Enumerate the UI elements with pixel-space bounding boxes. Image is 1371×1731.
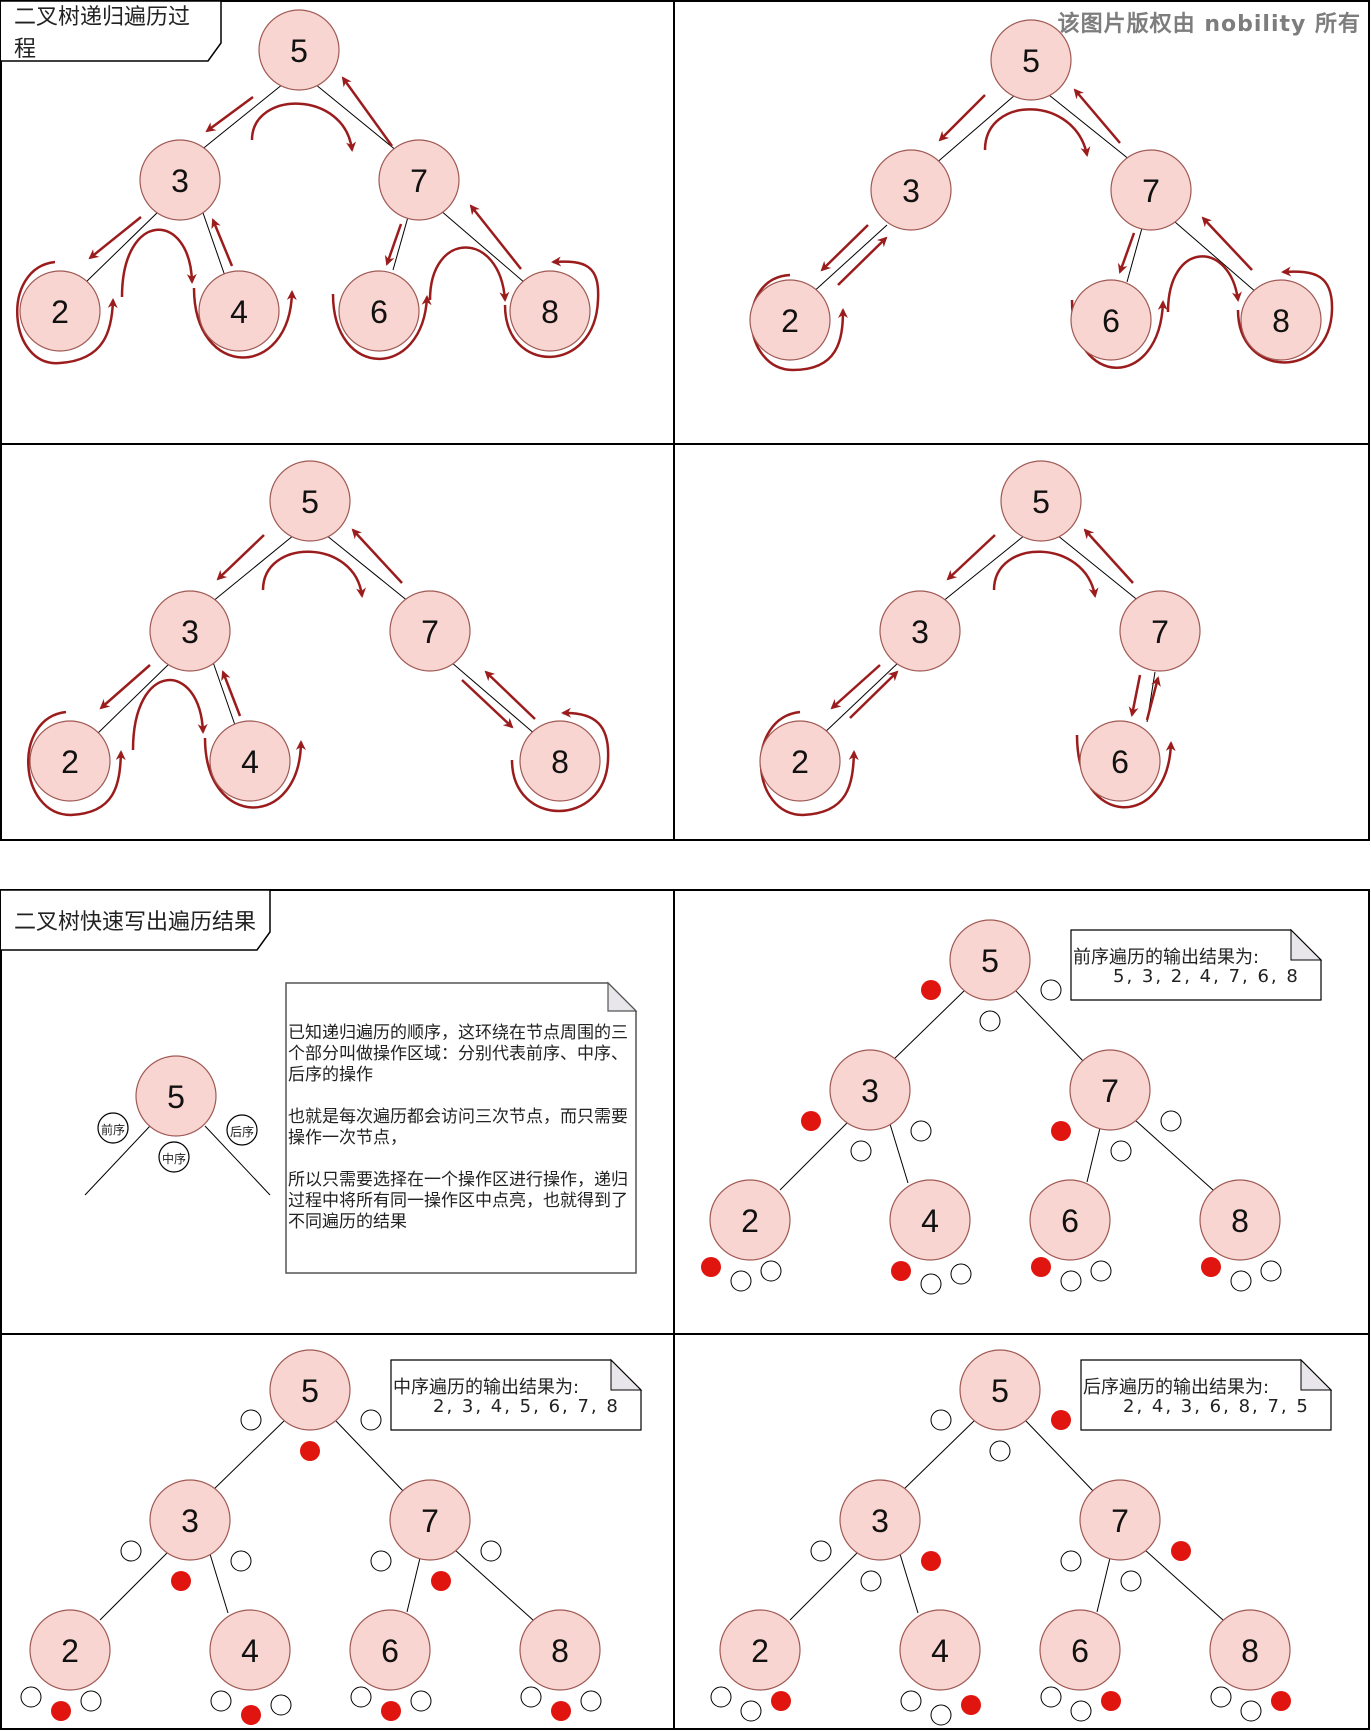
note-text: 已知递归遍历的顺序，这环绕在节点周围的三个部分叫做操作区域：分别代表前序、中序、… [288, 1023, 633, 1254]
svg-text:4: 4 [931, 1633, 949, 1669]
svg-text:8: 8 [1272, 303, 1290, 339]
inorder-result-label: 中序遍历的输出结果为: [393, 1377, 580, 1398]
svg-text:3: 3 [871, 1503, 889, 1539]
section1-title-tab [1, 0, 222, 62]
svg-text:3: 3 [181, 614, 199, 650]
section2-title: 二叉树快速写出遍历结果 [14, 910, 257, 935]
svg-text:7: 7 [1101, 1073, 1119, 1109]
svg-text:7: 7 [1111, 1503, 1129, 1539]
panel-2-tree: 5 3 7 2 6 8 [749, 19, 1334, 372]
svg-text:3: 3 [861, 1073, 879, 1109]
svg-text:6: 6 [1111, 744, 1129, 780]
svg-text:8: 8 [551, 1633, 569, 1669]
preorder-result-values: 5, 3, 2, 4, 7, 6, 8 [1113, 966, 1300, 987]
note-paragraph-2: 也就是每次遍历都会访问三次节点，而只需要操作一次节点， [288, 1107, 628, 1148]
svg-text:2: 2 [741, 1203, 759, 1239]
svg-text:6: 6 [370, 294, 388, 330]
section2-title-tab [1, 889, 271, 951]
postorder-tree: 5 3 7 2 4 6 8 [710, 1349, 1291, 1726]
svg-text:6: 6 [1061, 1203, 1079, 1239]
svg-text:3: 3 [171, 163, 189, 199]
legend-diagram: 5 [84, 1055, 271, 1196]
svg-text:3: 3 [902, 173, 920, 209]
svg-text:6: 6 [1071, 1633, 1089, 1669]
note-box [285, 982, 637, 1274]
section1-title: 二叉树递归遍历过程 [14, 5, 191, 62]
svg-text:7: 7 [1142, 173, 1160, 209]
svg-text:4: 4 [230, 294, 248, 330]
section1-frame [0, 0, 1370, 841]
svg-text:8: 8 [1241, 1633, 1259, 1669]
panel-1-tree: 5 3 7 2 4 6 8 [15, 9, 600, 365]
legend-inorder-label: 中序 [161, 1152, 186, 1166]
svg-text:2: 2 [61, 744, 79, 780]
note-paragraph-1: 已知递归遍历的顺序，这环绕在节点周围的三个部分叫做操作区域：分别代表前序、中序、… [288, 1023, 628, 1085]
legend-postorder-label: 后序 [229, 1125, 254, 1139]
svg-text:7: 7 [421, 614, 439, 650]
svg-text:8: 8 [551, 744, 569, 780]
svg-text:3: 3 [181, 1503, 199, 1539]
svg-text:8: 8 [1231, 1203, 1249, 1239]
svg-text:8: 8 [541, 294, 559, 330]
postorder-result-label: 后序遍历的输出结果为: [1083, 1377, 1270, 1398]
panel-4-tree: 5 3 7 2 6 [759, 460, 1201, 817]
section2-frame [0, 889, 1370, 1730]
svg-text:5: 5 [981, 943, 999, 979]
svg-text:2: 2 [51, 294, 69, 330]
svg-text:4: 4 [921, 1203, 939, 1239]
svg-text:4: 4 [241, 744, 259, 780]
svg-text:5: 5 [1022, 43, 1040, 79]
preorder-result-label: 前序遍历的输出结果为: [1073, 947, 1260, 968]
svg-text:6: 6 [381, 1633, 399, 1669]
svg-text:2: 2 [751, 1633, 769, 1669]
svg-text:5: 5 [301, 484, 319, 520]
result-box-in [390, 1358, 643, 1431]
svg-text:3: 3 [911, 614, 929, 650]
legend-preorder-label: 前序 [100, 1123, 125, 1137]
svg-text:4: 4 [241, 1633, 259, 1669]
svg-text:2: 2 [61, 1633, 79, 1669]
svg-text:5: 5 [290, 33, 308, 69]
panel-3-tree: 5 3 7 2 4 8 [27, 460, 610, 817]
result-box-post [1080, 1358, 1333, 1431]
result-box-pre [1070, 928, 1323, 1001]
svg-text:5: 5 [301, 1373, 319, 1409]
copyright-watermark: 该图片版权由 nobility 所有 [1057, 12, 1361, 37]
svg-text:7: 7 [1151, 614, 1169, 650]
inorder-result-values: 2, 3, 4, 5, 6, 7, 8 [433, 1396, 620, 1417]
svg-text:7: 7 [421, 1503, 439, 1539]
postorder-result-values: 2, 4, 3, 6, 8, 7, 5 [1123, 1396, 1310, 1417]
svg-text:2: 2 [781, 303, 799, 339]
svg-text:7: 7 [410, 163, 428, 199]
svg-text:5: 5 [991, 1373, 1009, 1409]
svg-text:5: 5 [167, 1079, 185, 1115]
svg-text:6: 6 [1102, 303, 1120, 339]
inorder-tree: 5 3 7 2 4 6 8 [20, 1349, 602, 1725]
preorder-tree: 5 3 7 2 4 6 8 [701, 919, 1282, 1295]
note-paragraph-3: 所以只需要选择在一个操作区进行操作，递归过程中将所有同一操作区中点亮，也就得到了… [288, 1170, 628, 1232]
svg-text:2: 2 [791, 744, 809, 780]
svg-text:5: 5 [1032, 484, 1050, 520]
